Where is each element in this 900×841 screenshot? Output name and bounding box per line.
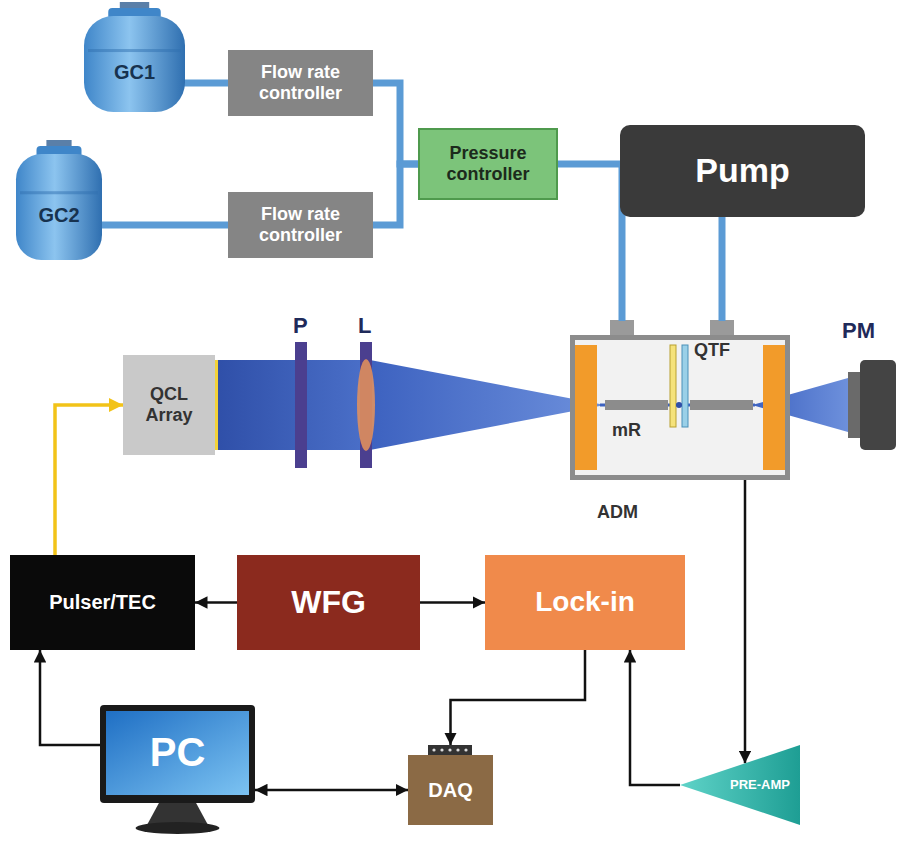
laser-array-box: QCL Array (123, 355, 215, 455)
gas-pipe (373, 164, 418, 225)
gas-pipe (719, 217, 726, 321)
signal-arrow (40, 650, 100, 745)
node-text: GC2 (38, 204, 79, 227)
power-meter-outline (848, 360, 896, 450)
lens (357, 359, 375, 451)
signal-arrow (451, 650, 586, 745)
waveform-generator-box: WFG (237, 555, 420, 650)
acoustic-detection-module: ADM (570, 335, 790, 480)
node-text: WFG (291, 584, 366, 621)
node-text: Pulser/TEC (49, 591, 156, 614)
tuning-fork-prong (670, 345, 676, 427)
gas-pipe (100, 222, 228, 229)
polarizer-plate (295, 342, 307, 468)
gas-pipe (373, 83, 418, 164)
flow-controller-box: Flow rate controller (228, 50, 373, 116)
daq-connector (428, 745, 472, 755)
resonator-tube (605, 400, 668, 410)
node-text: PM (842, 318, 875, 343)
pressure-controller-box: Pressure controller (418, 128, 558, 200)
chamber-window (573, 345, 597, 470)
preamp-triangle: PRE-AMP (680, 745, 800, 825)
power-meter: PM (848, 360, 896, 450)
chamber-interior (570, 335, 790, 480)
pump-box: Pump (620, 125, 865, 217)
beam-spot (676, 402, 682, 408)
node-text: PRE-AMP (730, 778, 790, 793)
signal-arrow (255, 789, 408, 792)
pulser-tec-box: Pulser/TEC (10, 555, 195, 650)
signal-arrow (195, 601, 237, 604)
flow-controller-box: Flow rate controller (228, 192, 373, 258)
gas-pipe (183, 80, 228, 87)
polarizer-label: P (293, 313, 308, 339)
node-text: DAQ (428, 779, 472, 802)
node-text: Flow rate controller (234, 62, 367, 103)
signal-arrow (630, 650, 680, 785)
node-text: Flow rate controller (234, 204, 367, 245)
node-text: Pump (695, 151, 789, 190)
node-text: ADM (597, 502, 638, 523)
node-text: GC1 (114, 61, 155, 84)
gas-cylinder-outline (82, 2, 187, 114)
node-text: Pressure controller (426, 143, 550, 184)
gas-cylinder-outline (14, 140, 104, 262)
tuning-fork-prong (682, 345, 688, 427)
resonator-tube (690, 400, 753, 410)
gas-cylinder: GC1 (82, 2, 187, 114)
signal-arrow (420, 601, 485, 604)
gas-pipe (558, 164, 622, 321)
gas-inlet-port (610, 320, 634, 336)
tuning-fork-label: QTF (694, 340, 730, 361)
collimated-beam (215, 360, 365, 450)
node-text: QCL Array (129, 384, 209, 425)
daq-box: DAQ (408, 755, 493, 825)
signal-arrow (744, 480, 747, 763)
lock-in-box: Lock-in (485, 555, 685, 650)
node-text: Lock-in (535, 586, 635, 618)
pc-monitor: PC (100, 705, 255, 835)
laser-drive-line (55, 405, 123, 555)
node-text: PC (150, 729, 206, 775)
pump-port (710, 320, 734, 336)
connector-pins (432, 748, 467, 751)
resonator-label: mR (612, 420, 641, 441)
lens-label: L (358, 313, 371, 339)
gas-cylinder: GC2 (14, 140, 104, 262)
chamber-window (763, 345, 787, 470)
